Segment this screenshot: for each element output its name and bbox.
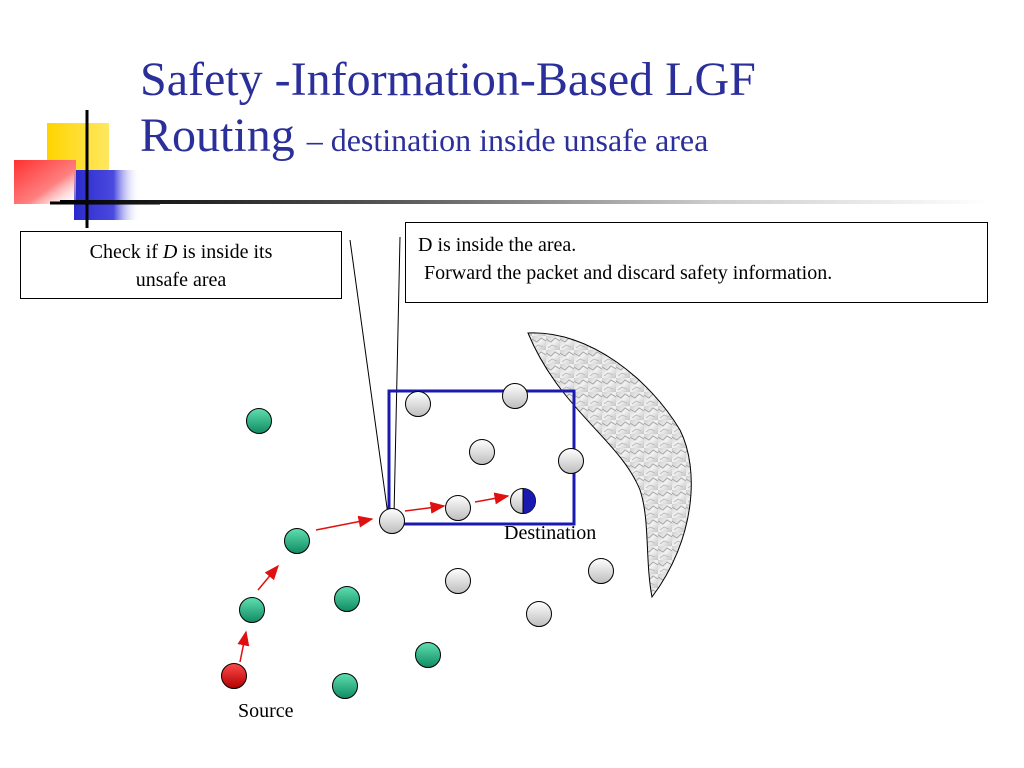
unsafe-node — [445, 495, 471, 521]
title-routing: Routing — [140, 109, 295, 162]
destination-label: Destination — [504, 522, 597, 544]
unsafe-node — [379, 508, 405, 534]
callout-left-suffix: is inside its — [177, 241, 273, 263]
title-line-1: Safety -Information-Based LGF — [140, 53, 756, 106]
safe-node — [415, 642, 441, 668]
arrow-2 — [257, 564, 279, 591]
destination-node — [510, 488, 536, 514]
blue-square — [74, 170, 140, 220]
source-node — [221, 663, 247, 689]
arrow-1 — [237, 630, 250, 663]
unsafe-node — [558, 448, 584, 474]
callout-check-destination: Check if D is inside its unsafe area — [20, 231, 342, 299]
red-square — [14, 160, 76, 204]
source-label: Source — [238, 700, 294, 722]
arrow-4 — [404, 501, 446, 514]
unsafe-node — [469, 439, 495, 465]
callout-left-variable: D — [162, 241, 178, 263]
callout-right-line-2: Forward the packet and discard safety in… — [424, 262, 833, 284]
unsafe-node — [445, 568, 471, 594]
callout-left-pointer — [349, 239, 389, 516]
callout-left-line-2: unsafe area — [135, 269, 227, 291]
title-line-2: Routing – destination inside unsafe area — [140, 108, 1000, 168]
arrow-5 — [474, 492, 510, 505]
title-rule — [60, 200, 990, 204]
callout-left-line-1: Check if D is inside its — [21, 238, 341, 266]
unsafe-nodes — [379, 383, 614, 627]
unsafe-node — [405, 391, 431, 417]
safe-node — [246, 408, 272, 434]
unsafe-node — [526, 601, 552, 627]
callout-right-line-1: D is inside the area. — [418, 234, 577, 256]
unsafe-node — [588, 558, 614, 584]
safe-nodes — [239, 408, 441, 699]
arrow-3 — [315, 515, 374, 531]
unsafe-area — [527, 332, 692, 599]
safe-node — [332, 673, 358, 699]
callout-left-prefix: Check if — [89, 241, 163, 263]
safe-node — [334, 586, 360, 612]
safe-node — [284, 528, 310, 554]
unsafe-node — [502, 383, 528, 409]
callout-forward-packet: D is inside the area. Forward the packet… — [405, 222, 988, 303]
page-title: Safety -Information-Based LGF Routing – … — [140, 52, 1000, 168]
routing-path — [237, 492, 510, 663]
safe-node — [239, 597, 265, 623]
title-subtitle: – destination inside unsafe area — [306, 122, 709, 158]
callout-right-pointer — [393, 236, 401, 516]
